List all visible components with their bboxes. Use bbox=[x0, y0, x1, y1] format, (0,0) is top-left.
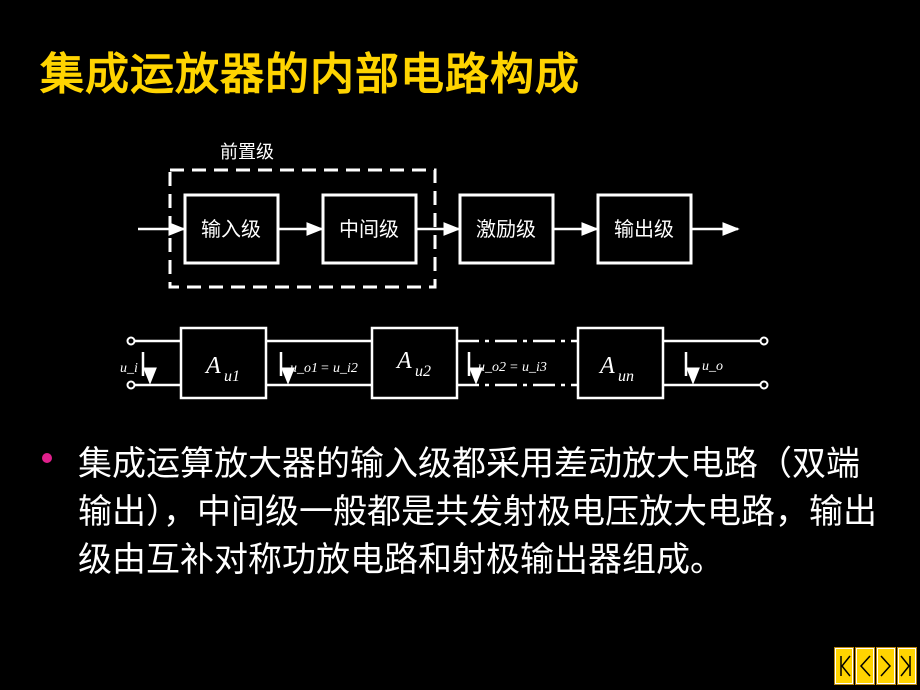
first-icon bbox=[836, 649, 852, 683]
gain-2-sub: u2 bbox=[415, 363, 431, 380]
vo2-label: u_o2 bbox=[478, 360, 506, 375]
stage-input: 输入级 bbox=[183, 193, 280, 265]
gain-block-n: A un bbox=[576, 326, 665, 400]
gain-n-main: A bbox=[598, 353, 615, 379]
bullet-text: 集成运算放大器的输入级都采用差动放大电路（双端输出），中间级一般都是共发射极电压… bbox=[78, 444, 877, 580]
next-slide-button[interactable] bbox=[876, 647, 896, 685]
stage-driver: 激励级 bbox=[458, 193, 555, 265]
stage-middle-label: 中间级 bbox=[339, 217, 399, 241]
voltage-arrows bbox=[141, 352, 700, 385]
cascade-wires bbox=[132, 339, 762, 387]
gain-1-main: A bbox=[204, 353, 221, 379]
vo1-eq: = bbox=[321, 361, 329, 376]
next-icon bbox=[878, 649, 894, 683]
circuit-diagram: 前置级 输入级 中间级 激励级 输出级 bbox=[120, 142, 769, 400]
stage-output-label: 输出级 bbox=[614, 217, 674, 241]
last-icon bbox=[899, 649, 915, 683]
terminals bbox=[126, 336, 769, 390]
stage-driver-label: 激励级 bbox=[476, 217, 536, 241]
output-voltage-label: u_o bbox=[702, 359, 723, 374]
gain-block-2: A u2 bbox=[370, 326, 459, 400]
group-label: 前置级 bbox=[220, 142, 274, 163]
prev-icon bbox=[857, 649, 873, 683]
gain-n-sub: un bbox=[618, 368, 634, 385]
bullet-dot bbox=[42, 453, 52, 463]
first-slide-button[interactable] bbox=[834, 647, 854, 685]
stage-output: 输出级 bbox=[596, 193, 693, 265]
vi3-label: u_i3 bbox=[522, 360, 547, 375]
vi2-label: u_i2 bbox=[333, 361, 358, 376]
prev-slide-button[interactable] bbox=[855, 647, 875, 685]
page-title: 集成运放器的内部电路构成 bbox=[40, 49, 580, 100]
input-voltage-label: u_i bbox=[120, 361, 138, 376]
stage-input-label: 输入级 bbox=[201, 217, 261, 241]
gain-block-1: A u1 bbox=[179, 326, 268, 400]
stage-middle: 中间级 bbox=[321, 193, 418, 265]
last-slide-button[interactable] bbox=[897, 647, 917, 685]
slide-nav bbox=[834, 647, 918, 685]
vo2-eq: = bbox=[510, 360, 518, 375]
gain-2-main: A bbox=[395, 348, 412, 374]
gain-1-sub: u1 bbox=[224, 368, 240, 385]
vo1-label: u_o1 bbox=[290, 361, 318, 376]
